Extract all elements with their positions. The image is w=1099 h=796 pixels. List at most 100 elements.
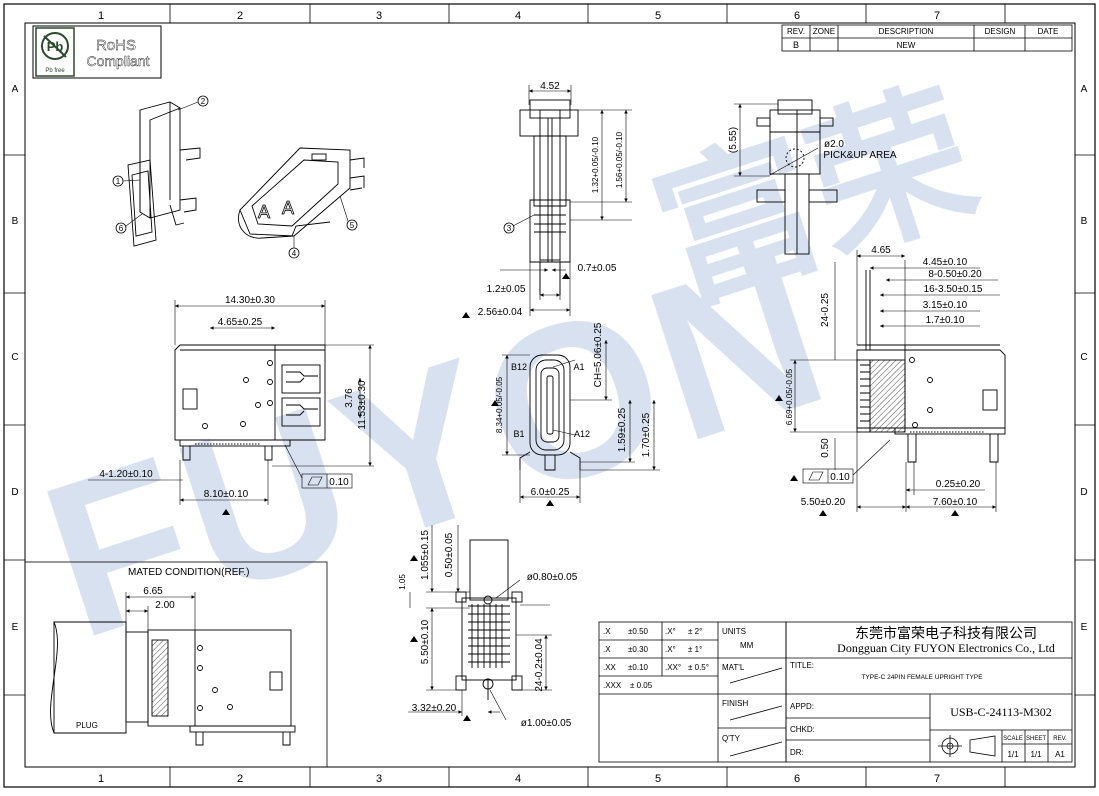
top-view-dim-text: 4.52 1.32+0.05/-0.10 1.56+0.05/-0.10 0.7… — [462, 81, 624, 318]
rohs-text: RoHS — [96, 37, 136, 54]
callout-3: 3 — [507, 224, 512, 233]
col-label: 7 — [934, 773, 940, 785]
row-label: B — [1081, 216, 1088, 227]
dim-text: 4.65±0.25 — [218, 317, 263, 328]
dim-text: 1.2±0.05 — [487, 284, 526, 295]
col-label: 6 — [794, 773, 800, 785]
material-label: MAT'L — [722, 663, 745, 672]
company-name-cn: 东莞市富荣电子科技有限公司 — [855, 625, 1037, 641]
tol-key: .X° — [665, 627, 676, 636]
tol-value: ±0.30 — [628, 645, 649, 654]
approved-label: APPD: — [790, 702, 814, 711]
rohs-badge: Pb Pb free RoHS Compliant — [32, 25, 162, 79]
col-label: 3 — [376, 773, 382, 785]
units-label: UNITS — [722, 627, 746, 636]
row-label: E — [12, 622, 19, 633]
dim-text: 6.0±0.25 — [531, 487, 570, 498]
qty-label: Q'TY — [722, 734, 741, 743]
tol-value: ± 1° — [688, 645, 702, 654]
dim-text: 1.7±0.10 — [926, 315, 965, 326]
drawn-label: DR: — [790, 748, 804, 757]
rev-header: REV. — [787, 27, 805, 36]
side-view — [856, 270, 1006, 463]
dim-text: 6.69+0.05/-0.05 — [785, 368, 794, 425]
col-label: 4 — [515, 773, 521, 785]
dim-text: CH=5.06±0.25 — [593, 322, 604, 387]
col-label: 6 — [794, 10, 800, 22]
dim-text: 5.50±0.10 — [420, 619, 431, 664]
dim-text: 2.00 — [155, 600, 175, 611]
row-label: D — [11, 487, 18, 498]
tol-value: ± 0.5° — [688, 663, 709, 672]
pin-label: B12 — [511, 362, 527, 372]
column-labels-top: 1 2 3 4 5 6 7 — [98, 10, 940, 22]
end-view-text: B12 A1 B1 A12 CH=5.06±0.25 8.34+0.05/-0.… — [491, 322, 652, 506]
col-label: 3 — [376, 10, 382, 22]
tol-key: .XX — [603, 663, 617, 672]
scale-label: SCALE — [1003, 736, 1023, 742]
compliant-text: Compliant — [86, 53, 149, 69]
front-view — [174, 344, 326, 461]
dim-text: 0.25±0.20 — [936, 479, 981, 490]
dim-text: 3.32±0.20 — [412, 703, 457, 714]
callout-5: 5 — [350, 221, 355, 230]
date-header: DATE — [1038, 27, 1059, 36]
top-view-dims — [500, 85, 632, 316]
units-value: MM — [740, 641, 754, 650]
dim-text: 1.32+0.05/-0.10 — [591, 136, 600, 193]
rev-label: REV. — [1053, 736, 1067, 742]
projection-symbol — [938, 735, 996, 757]
pcb-view-text: 1.05 1.055±0.15 0.50±0.05 ø0.80±0.05 5.5… — [398, 530, 578, 729]
dim-text: 24-0.2±0.04 — [534, 638, 545, 692]
description-header: DESCRIPTION — [879, 27, 934, 36]
col-label: 1 — [98, 10, 104, 22]
dim-text: 14.30±0.30 — [225, 295, 275, 306]
row-label: E — [1081, 622, 1088, 633]
tol-key: .X — [603, 645, 611, 654]
dim-text: (5.55) — [728, 127, 739, 153]
tolerance-table — [598, 621, 787, 763]
callout-2: 2 — [201, 97, 206, 106]
row-label: C — [11, 352, 18, 363]
dim-text: 4.45±0.10 — [923, 257, 968, 268]
callout-4: 4 — [292, 249, 297, 258]
dim-text: 3.76 — [344, 388, 355, 408]
iso-callouts: 1 2 4 5 6 — [112, 95, 358, 259]
dim-text: 11.53±0.30 — [357, 380, 368, 430]
dim-text: 0.7±0.05 — [578, 263, 617, 274]
pcb-view-dims — [408, 525, 552, 721]
pin-label: A1 — [573, 362, 584, 372]
frame-ticks — [4, 4, 1095, 787]
revision-table-text: REV. ZONE DESCRIPTION DESIGN DATE B NEW — [787, 27, 1058, 50]
col-label: 2 — [237, 773, 243, 785]
rev-value: B — [793, 40, 799, 50]
front-view-dims — [88, 300, 374, 505]
pin-label: A12 — [574, 429, 590, 439]
sheet-value: 1/1 — [1030, 750, 1042, 759]
sheet-label: SHEET — [1026, 736, 1046, 742]
column-labels-bottom: 1 2 3 4 5 6 7 — [98, 773, 940, 785]
side-top-view — [756, 99, 838, 255]
title-block — [785, 621, 1073, 763]
pb-free-icon — [41, 32, 69, 60]
dim-text: 0.50±0.05 — [444, 532, 455, 577]
pcb-view — [455, 539, 523, 700]
tol-value: ±0.50 — [628, 627, 649, 636]
drawing-frame — [3, 3, 1096, 788]
dim-text: 4-1.20±0.10 — [99, 469, 153, 480]
tol-value: ± 2° — [688, 627, 702, 636]
design-header: DESIGN — [985, 27, 1016, 36]
tol-value: ±0.10 — [628, 663, 649, 672]
dim-text: 8.34+0.05/-0.05 — [495, 376, 504, 433]
front-view-dim-text: 14.30±0.30 4.65±0.25 3.76 11.53±0.30 4-1… — [99, 295, 368, 515]
dim-text: ø2.0 — [824, 139, 844, 150]
tol-value: ± 0.05 — [630, 681, 653, 690]
dim-text: 7.60±0.10 — [933, 497, 978, 508]
tol-key: .XXX — [603, 681, 622, 690]
dim-text: 4.52 — [540, 81, 560, 92]
description-value: NEW — [897, 41, 916, 50]
dim-text: 0.10 — [830, 472, 850, 483]
end-view — [519, 354, 581, 471]
